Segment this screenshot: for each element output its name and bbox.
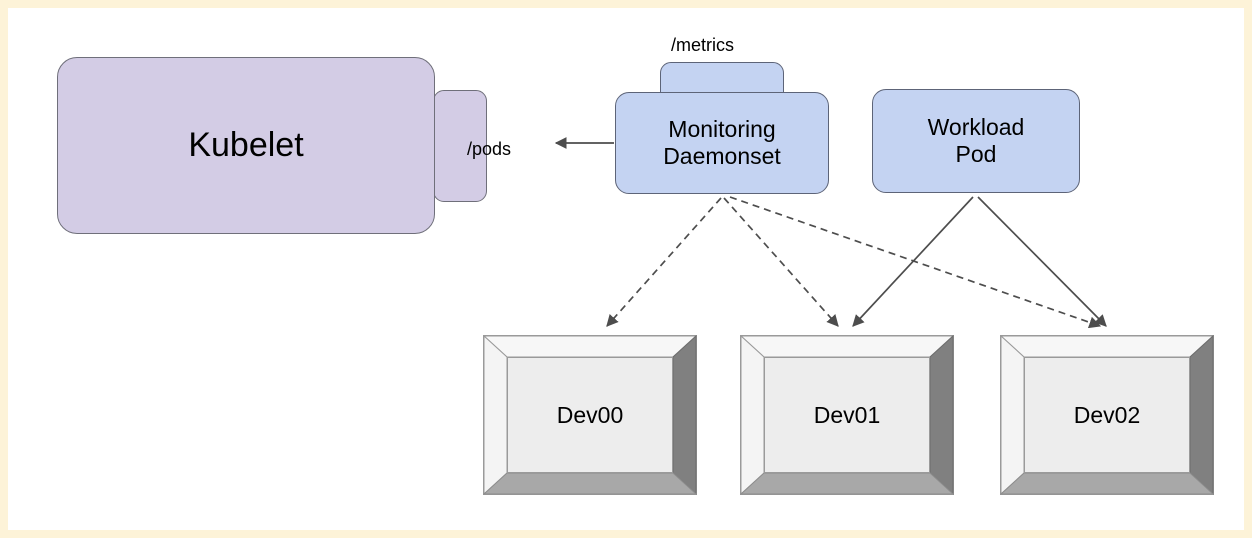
edge-workload-to-dev01 [852,196,974,327]
node-monitoring-daemonset[interactable] [615,92,829,194]
device-frame-icon [740,335,954,495]
node-workload-pod[interactable] [872,89,1080,193]
device-frame-icon [483,335,697,495]
edge-workload-to-dev02 [977,196,1107,327]
edge-monitoring-to-dev02 [729,196,1102,329]
node-kubelet[interactable] [57,57,435,234]
node-device-dev00[interactable]: Dev00 [483,335,697,495]
device-frame-icon [1000,335,1214,495]
node-device-dev01-label: Dev01 [813,401,881,428]
node-device-dev02-label: Dev02 [1073,401,1141,428]
edge-label-pods: /pods [467,139,512,159]
diagram-root: Kubelet Monitoring Daemonset Workload Po… [8,8,1244,530]
node-device-dev00-label: Dev00 [556,401,624,428]
edge-label-metrics: /metrics [671,35,734,55]
node-device-dev02[interactable]: Dev02 [1000,335,1214,495]
edge-layer [554,137,1107,329]
diagram-page: Kubelet Monitoring Daemonset Workload Po… [8,8,1244,530]
kubelet-pods-port-tab[interactable] [433,90,487,202]
edge-monitoring-to-dev00 [606,197,722,327]
edge-monitoring-to-dev01 [723,197,839,327]
node-device-dev01[interactable]: Dev01 [740,335,954,495]
